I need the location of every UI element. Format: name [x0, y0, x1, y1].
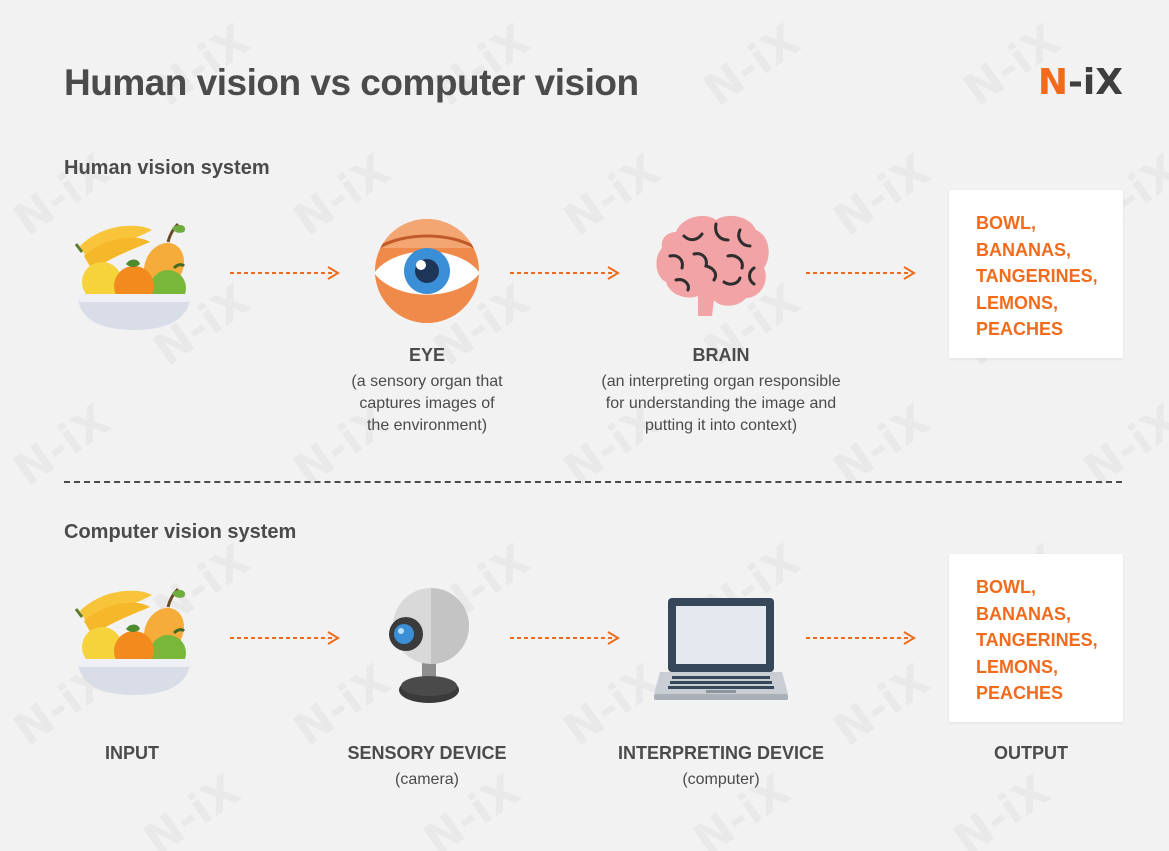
arrow-right-icon — [230, 266, 340, 280]
interpreting-device-title: INTERPRETING DEVICE — [617, 743, 825, 763]
sensory-device-title: SENSORY DEVICE — [347, 743, 507, 763]
watermark: N-iX — [825, 145, 940, 246]
eye-description: (a sensory organ that captures images of… — [327, 371, 527, 437]
output-item: TANGERINES, — [976, 266, 1098, 286]
computer-output-box: BOWL, BANANAS, TANGERINES, LEMONS, PEACH… — [949, 554, 1123, 722]
eye-desc-line: (a sensory organ that — [351, 373, 503, 390]
eye-title: EYE — [408, 345, 446, 365]
logo-ix: -iX — [1067, 62, 1123, 103]
watermark: N-iX — [825, 655, 940, 756]
arrow-right-icon — [806, 631, 916, 645]
brain-description: (an interpreting organ responsible for u… — [571, 371, 871, 437]
input-title: INPUT — [105, 743, 159, 763]
watermark: N-iX — [285, 655, 400, 756]
eye-icon — [375, 219, 479, 323]
output-item: BOWL, — [976, 577, 1036, 597]
fruit-bowl-icon — [74, 587, 190, 695]
output-item: BANANAS, — [976, 239, 1072, 260]
watermark: N-iX — [555, 655, 670, 756]
eye-desc-line: captures images of — [359, 395, 495, 412]
logo: N-iX — [1038, 62, 1123, 103]
computer-section-label: Computer vision system — [64, 521, 297, 543]
brain-desc-line: (an interpreting organ responsible — [601, 373, 841, 390]
output-item: BOWL, — [976, 213, 1036, 233]
sensory-device-description: (camera) — [394, 771, 459, 788]
arrow-right-icon — [510, 266, 620, 280]
output-item: BANANAS, — [976, 603, 1072, 624]
page-title: Human vision vs computer vision — [64, 62, 639, 103]
watermark: N-iX — [945, 765, 1060, 851]
fruit-bowl-icon — [74, 222, 190, 330]
output-list: BOWL, BANANAS, TANGERINES, LEMONS, PEACH… — [976, 574, 1098, 707]
watermark: N-iX — [695, 15, 810, 116]
watermark: N-iX — [135, 765, 250, 851]
output-item: LEMONS, — [976, 292, 1059, 313]
brain-desc-line: putting it into context) — [644, 417, 798, 434]
webcam-icon — [389, 588, 469, 703]
arrow-right-icon — [510, 631, 620, 645]
arrow-right-icon — [230, 631, 340, 645]
interpreting-device-description: (computer) — [682, 771, 760, 788]
laptop-icon — [654, 598, 788, 700]
output-item: TANGERINES, — [976, 630, 1098, 650]
brain-icon — [656, 215, 769, 316]
output-item: PEACHES — [976, 683, 1064, 703]
human-section-label: Human vision system — [64, 157, 270, 179]
output-item: LEMONS, — [976, 656, 1059, 677]
logo-n: N — [1037, 62, 1068, 103]
output-list: BOWL, BANANAS, TANGERINES, LEMONS, PEACH… — [976, 210, 1098, 343]
human-output-box: BOWL, BANANAS, TANGERINES, LEMONS, PEACH… — [949, 190, 1123, 358]
section-divider — [64, 481, 1122, 483]
watermark: N-iX — [555, 145, 670, 246]
brain-desc-line: for understanding the image and — [605, 395, 837, 412]
brain-title: BRAIN — [692, 345, 750, 365]
arrow-right-icon — [806, 266, 916, 280]
eye-desc-line: the environment) — [366, 417, 488, 434]
output-item: PEACHES — [976, 319, 1064, 339]
output-title: OUTPUT — [994, 743, 1068, 763]
